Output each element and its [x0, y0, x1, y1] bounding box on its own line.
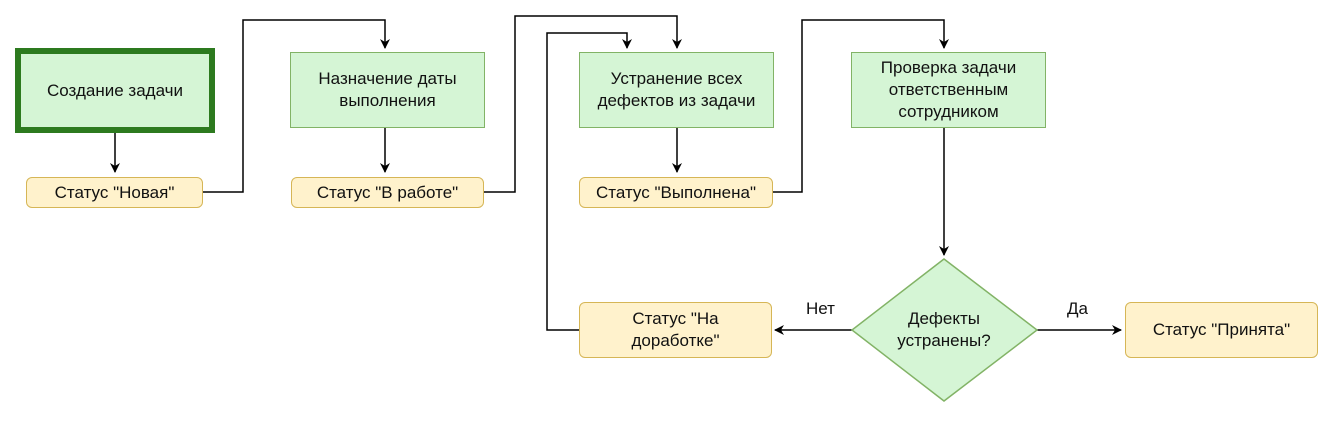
- decision-diamond: [850, 258, 1039, 402]
- review-task-node: Проверка задачи ответственным сотруднико…: [851, 52, 1046, 128]
- decision-label: Дефекты устранены?: [897, 309, 991, 350]
- edge-progress-to-fix: [484, 15, 682, 193]
- assign-date-node: Назначение даты выполнения: [290, 52, 485, 128]
- status-done-label: Статус "Выполнена": [596, 182, 756, 202]
- status-rework-node: Статус "На доработке": [579, 302, 772, 358]
- edge-rework-to-fix: [546, 32, 632, 331]
- fix-defects-node: Устранение всех дефектов из задачи: [579, 52, 774, 128]
- create-task-label: Создание задачи: [47, 80, 183, 100]
- status-in-progress-label: Статус "В работе": [316, 182, 459, 202]
- edge-label-no: Нет: [806, 299, 835, 318]
- edge-label-yes: Да: [1067, 299, 1088, 318]
- review-task-label: Проверка задачи ответственным сотруднико…: [880, 58, 1017, 121]
- status-new-node: Статус "Новая": [26, 177, 203, 208]
- status-accepted-node: Статус "Принята": [1125, 302, 1318, 358]
- status-new-label: Статус "Новая": [54, 182, 175, 202]
- status-accepted-label: Статус "Принята": [1152, 320, 1291, 339]
- assign-date-label: Назначение даты выполнения: [318, 69, 457, 110]
- create-task-node: Создание задачи: [15, 48, 215, 133]
- status-done-node: Статус "Выполнена": [579, 177, 773, 208]
- edge-done-to-review: [773, 19, 949, 193]
- status-in-progress-node: Статус "В работе": [291, 177, 484, 208]
- status-rework-label: Статус "На доработке": [631, 309, 720, 350]
- edge-new-to-assign: [203, 19, 390, 193]
- fix-defects-label: Устранение всех дефектов из задачи: [597, 69, 756, 110]
